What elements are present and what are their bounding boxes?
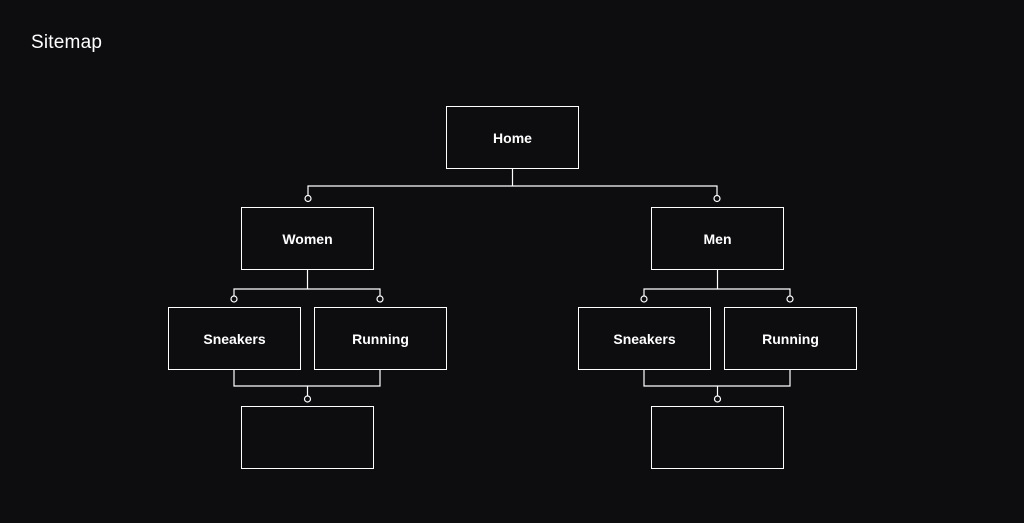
connector-women-branch (233, 288, 381, 297)
connector-dot-women-sneakers (230, 295, 238, 303)
connector-dot-men (713, 194, 721, 203)
node-men: Men (651, 207, 784, 270)
node-women-sneakers: Sneakers (168, 307, 301, 370)
node-women-running: Running (314, 307, 447, 370)
node-men-placeholder (651, 406, 784, 469)
connector-dot-men-sneakers (640, 295, 648, 303)
connector-men-children-merge (643, 370, 791, 387)
connector-dot-men-running (786, 295, 794, 303)
node-women-placeholder (241, 406, 374, 469)
connector-dot-women (304, 194, 312, 203)
node-men-sneakers: Sneakers (578, 307, 711, 370)
connector-men-branch (643, 288, 791, 297)
connector-dot-women-placeholder (303, 395, 312, 403)
connector-dot-women-running (376, 295, 384, 303)
connector-dot-men-placeholder (713, 395, 722, 403)
page-title: Sitemap (31, 32, 103, 53)
node-home: Home (446, 106, 579, 169)
connector-women-children-merge (233, 370, 381, 387)
node-men-running: Running (724, 307, 857, 370)
connector-home-branch (307, 185, 718, 198)
node-women: Women (241, 207, 374, 270)
